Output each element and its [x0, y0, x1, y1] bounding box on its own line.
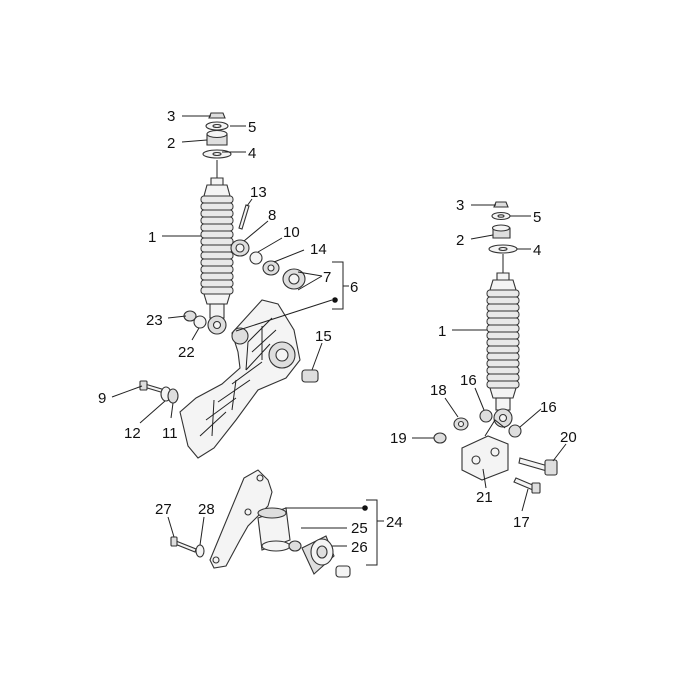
callout-4-right: 4: [533, 242, 541, 259]
callout-labels: 3 5 2 4 13 8 1 10 14 7 6 23 22 15 9 12 1…: [98, 108, 577, 556]
callout-19: 19: [390, 430, 407, 447]
left-bracket-bushings: [139, 204, 319, 404]
callout-11: 11: [162, 425, 178, 442]
left-group-bracket-6: [332, 261, 349, 310]
callout-25: 25: [351, 520, 368, 537]
leader-lines: [111, 115, 567, 547]
callout-17: 17: [513, 514, 530, 531]
callout-2-right: 2: [456, 232, 464, 249]
right-shock-absorber: [486, 272, 520, 428]
callout-15: 15: [315, 328, 332, 345]
callout-3-right: 3: [456, 197, 464, 214]
left-swing-arm-bracket: [179, 299, 301, 459]
callout-28: 28: [198, 501, 215, 518]
callout-23: 23: [146, 312, 163, 329]
left-shock-absorber: [200, 177, 234, 335]
callout-16-upper: 16: [460, 372, 477, 389]
callout-1-left: 1: [148, 229, 156, 246]
callout-20: 20: [560, 429, 577, 446]
callout-13: 13: [250, 184, 267, 201]
callout-6: 6: [350, 279, 358, 296]
callout-18: 18: [430, 382, 447, 399]
callout-16-lower: 16: [540, 399, 557, 416]
callout-5-right: 5: [533, 209, 541, 226]
callout-12: 12: [124, 425, 141, 442]
callout-14: 14: [310, 241, 327, 258]
callout-5-left: 5: [248, 119, 256, 136]
left-shock-top-hardware: [202, 112, 232, 178]
callout-7: 7: [323, 269, 331, 286]
callout-22: 22: [178, 344, 195, 361]
callout-2-left: 2: [167, 135, 175, 152]
callout-21: 21: [476, 489, 493, 506]
callout-24: 24: [386, 514, 403, 531]
bottom-group-bracket-24: [366, 499, 384, 566]
right-lower-mount-hardware: [433, 409, 558, 494]
callout-1-right: 1: [438, 323, 446, 340]
callout-8: 8: [268, 207, 276, 224]
callout-3-left: 3: [167, 108, 175, 125]
callout-10: 10: [283, 224, 300, 241]
bottom-bracket-assembly: [170, 469, 351, 578]
callout-26: 26: [351, 539, 368, 556]
callout-9: 9: [98, 390, 106, 407]
callout-4-left: 4: [248, 145, 256, 162]
right-shock-top-hardware: [488, 201, 518, 273]
callout-27: 27: [155, 501, 172, 518]
